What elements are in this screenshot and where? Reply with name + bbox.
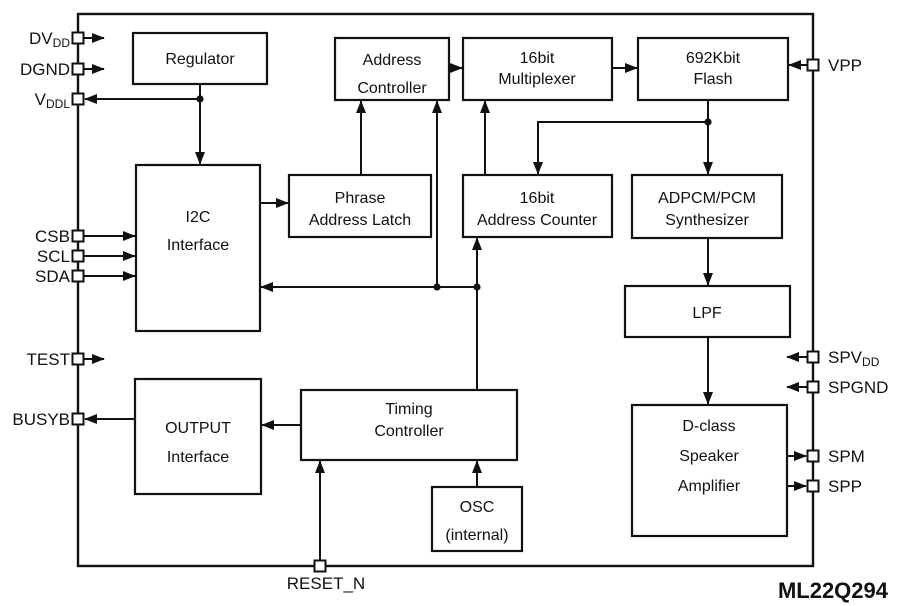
block-16bit-address-counter-label-1: 16bit (520, 190, 555, 207)
pin-label-spgnd: SPGND (828, 378, 888, 397)
block-16bit-multiplexer: 16bit Multiplexer (461, 36, 614, 102)
block-adpcm-synthesizer-box (630, 173, 784, 240)
block-d-class-amplifier-box (630, 403, 789, 538)
block-address-controller-label-2: Controller (357, 80, 427, 97)
pin-label-spm: SPM (828, 447, 865, 466)
block-address-controller-box (333, 36, 451, 102)
block-regulator-box (131, 31, 269, 86)
block-output-interface-label-1: OUTPUT (165, 420, 231, 437)
block-lpf: LPF (623, 284, 792, 339)
block-i2c-interface-label-1: I2C (186, 209, 211, 226)
pin-spgnd (806, 380, 820, 394)
pin-label-reset-n: RESET_N (287, 574, 365, 593)
pin-label-test: TEST (27, 350, 70, 369)
pin-spp (806, 479, 820, 493)
block-16bit-multiplexer-box (461, 36, 614, 102)
block-adpcm-synthesizer-label-1: ADPCM/PCM (658, 190, 756, 207)
block-lpf-label: LPF (692, 305, 722, 322)
junction-timing-address-controller (433, 283, 441, 291)
pin-label-busyb: BUSYB (12, 410, 70, 429)
block-i2c-interface: I2C Interface (134, 163, 262, 333)
pin-label-dgnd: DGND (20, 60, 70, 79)
block-timing-controller-label-2: Controller (374, 423, 444, 440)
pin-vpp (806, 58, 820, 72)
block-timing-controller-label-1: Timing (385, 401, 432, 418)
pin-label-spp: SPP (828, 477, 862, 496)
pin-label-sda: SDA (35, 267, 71, 286)
block-16bit-multiplexer-label-2: Multiplexer (498, 71, 576, 88)
arrow-flash-branch-to-address-counter (533, 121, 708, 175)
pin-reset-n (313, 559, 327, 573)
pin-label-scl: SCL (37, 247, 70, 266)
block-osc-label-1: OSC (460, 499, 495, 516)
block-osc: OSC (internal) (430, 485, 524, 553)
block-16bit-address-counter-box (461, 173, 614, 239)
block-address-controller: Address Controller (333, 36, 451, 102)
block-flash-label-2: Flash (693, 71, 732, 88)
junction-flash-branch (704, 118, 712, 126)
junction-regulator-vddl (196, 95, 204, 103)
block-d-class-amplifier: D-class Speaker Amplifier (630, 403, 789, 538)
block-d-class-amplifier-label-1: D-class (682, 418, 735, 435)
block-output-interface-label-2: Interface (167, 449, 229, 466)
pin-scl (71, 249, 85, 263)
pin-label-vpp: VPP (828, 56, 862, 75)
block-flash-box (636, 36, 790, 102)
block-phrase-address-latch-label-1: Phrase (335, 190, 386, 207)
pin-vddl (71, 92, 85, 106)
pin-spvdd (806, 350, 820, 364)
pin-dgnd (71, 62, 85, 76)
pin-spm (806, 449, 820, 463)
block-output-interface: OUTPUT Interface (133, 377, 263, 496)
junction-timing-i2c (473, 283, 481, 291)
part-number: ML22Q294 (778, 578, 889, 603)
pin-sda (71, 269, 85, 283)
block-flash: 692Kbit Flash (636, 36, 790, 102)
block-regulator-label: Regulator (165, 51, 235, 68)
block-i2c-interface-box (134, 163, 262, 333)
block-timing-controller-box (299, 388, 519, 462)
block-adpcm-synthesizer-label-2: Synthesizer (665, 212, 749, 229)
block-output-interface-box (133, 377, 263, 496)
block-address-controller-label-1: Address (363, 52, 422, 69)
pin-dvdd (71, 31, 85, 45)
pin-busyb (71, 412, 85, 426)
pin-label-vddl: VDDL (35, 90, 71, 111)
block-osc-label-2: (internal) (445, 527, 508, 544)
pin-label-dvdd: DVDD (29, 29, 70, 50)
pin-label-csb: CSB (35, 227, 70, 246)
block-adpcm-synthesizer: ADPCM/PCM Synthesizer (630, 173, 784, 240)
block-16bit-address-counter: 16bit Address Counter (461, 173, 614, 239)
block-phrase-address-latch: Phrase Address Latch (287, 173, 433, 239)
block-timing-controller: Timing Controller (299, 388, 519, 462)
block-16bit-multiplexer-label-1: 16bit (520, 50, 555, 67)
block-phrase-address-latch-box (287, 173, 433, 239)
block-lpf-box (623, 284, 792, 339)
block-osc-box (430, 485, 524, 553)
pin-test (71, 352, 85, 366)
block-flash-label-1: 692Kbit (686, 50, 741, 67)
block-i2c-interface-label-2: Interface (167, 237, 229, 254)
block-phrase-address-latch-label-2: Address Latch (309, 212, 411, 229)
pin-csb (71, 229, 85, 243)
block-16bit-address-counter-label-2: Address Counter (477, 212, 598, 229)
chip-outline (76, 12, 815, 568)
block-regulator: Regulator (131, 31, 269, 86)
pin-label-spvdd: SPVDD (828, 348, 880, 369)
block-d-class-amplifier-label-2: Speaker (679, 448, 739, 465)
block-d-class-amplifier-label-3: Amplifier (678, 478, 741, 495)
